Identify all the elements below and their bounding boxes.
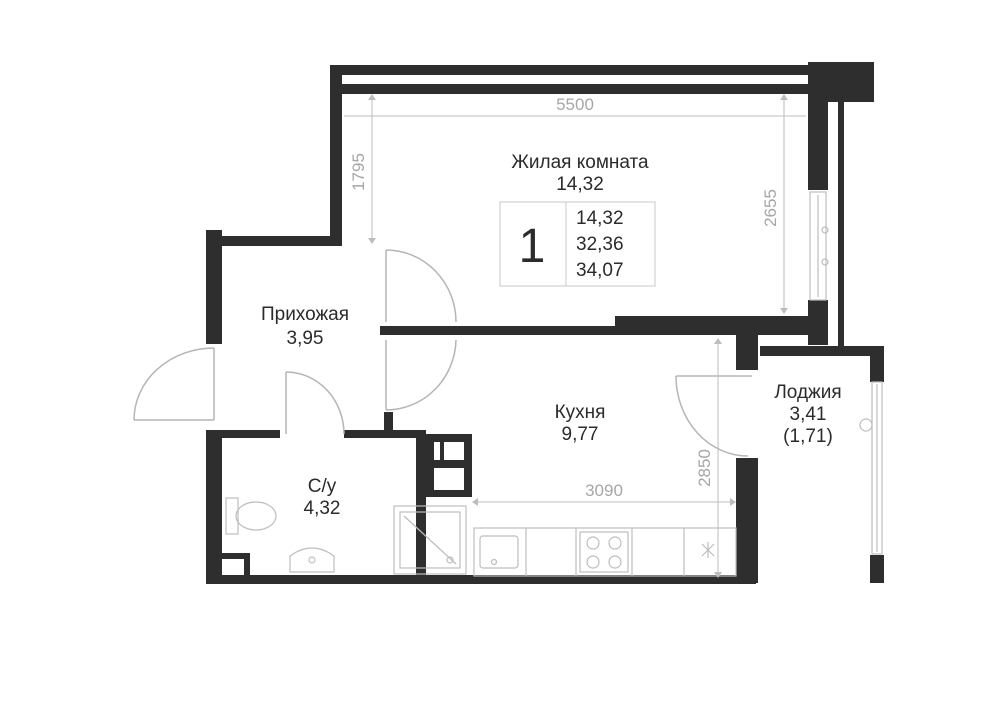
badge-living-area: 14,32 [576,208,624,229]
room-name-bathroom: С/у [308,476,337,497]
room-name-living: Жилая комната [511,152,649,173]
dimension-lines [344,94,806,578]
dim-kitchen-depth: 2850 [695,449,714,487]
room-area-kitchen: 9,77 [562,424,599,445]
stove-icon [579,531,629,573]
kitchen-counter [473,527,737,577]
sink-icon [289,547,335,573]
room-reduced-area-loggia: (1,71) [783,426,833,447]
dim-kitchen-width: 3090 [585,481,623,500]
dim-living-depth-right: 2655 [761,189,780,227]
windows [809,191,883,555]
room-area-loggia: 3,41 [790,404,827,425]
badge-total-area-with-loggia: 34,07 [576,260,624,281]
dim-living-width: 5500 [556,95,594,114]
dim-living-depth-left: 1795 [349,153,368,191]
room-area-living: 14,32 [556,174,604,195]
room-name-hallway: Прихожая [261,304,349,325]
kitchen-sink-icon [479,535,519,569]
doors [133,249,752,457]
shower-icon [393,505,467,575]
summary-badge: 1 14,32 32,36 34,07 [499,201,656,287]
badge-rooms-count: 1 [519,220,546,273]
toilet-icon [225,497,277,535]
room-area-bathroom: 4,32 [304,498,341,519]
room-name-kitchen: Кухня [555,402,606,423]
room-name-loggia: Лоджия [774,382,841,403]
room-area-hallway: 3,95 [287,328,324,349]
fan-icon [701,542,715,558]
badge-total-area: 32,36 [576,234,624,255]
fixtures [225,497,737,577]
walls [206,62,884,584]
